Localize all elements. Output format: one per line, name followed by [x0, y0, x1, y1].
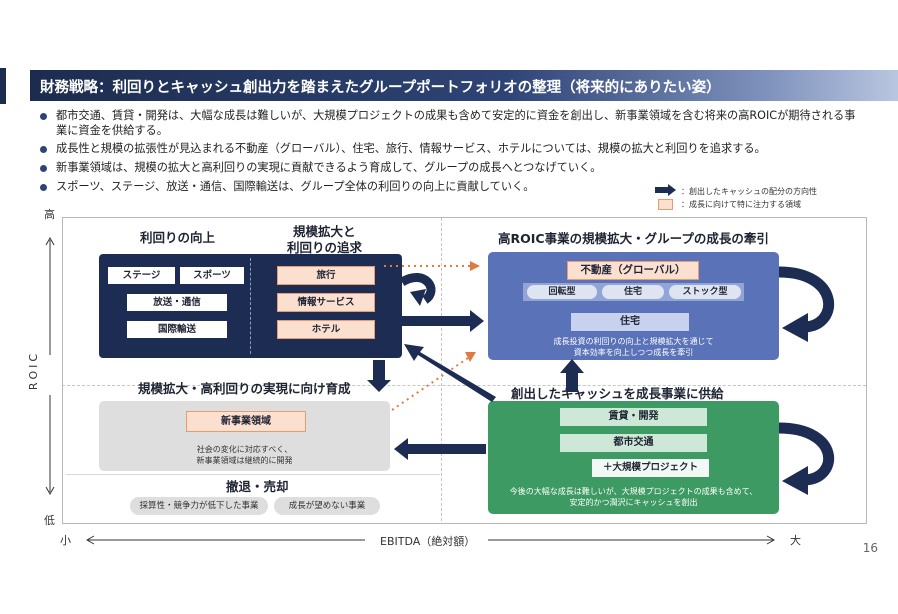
pill-turnover: 回転型: [527, 285, 597, 299]
chip-housing: 住宅: [571, 313, 689, 331]
arrow-yield-to-high-roic: [402, 310, 484, 332]
new-business-note-1: 社会の変化に対応すべく、: [196, 445, 293, 454]
page-title: 財務戦略：利回りとキャッシュ創出力を踏まえたグループポートフォリオの整理（将来的…: [40, 80, 721, 96]
chip-broadcast: 放送・通信: [127, 294, 227, 311]
navy-box-divider: [250, 258, 251, 354]
y-axis-high: 高: [44, 208, 55, 221]
bullet-dot: [40, 165, 47, 172]
bottom-right-title: 創出したキャッシュを成長事業に供給: [511, 386, 724, 401]
bullet-item: 成長性と規模の拡張性が見込まれる不動産（グローバル）、住宅、旅行、情報サービス、…: [40, 141, 860, 156]
chip-leasing-development: 賃貸・開発: [560, 408, 707, 426]
title-accent: [0, 68, 6, 104]
arrow-down-to-new-business: [367, 360, 391, 392]
chip-info-services: 情報サービス: [277, 293, 375, 312]
top-right-title: 高ROIC事業の規模拡大・グループの成長の牽引: [498, 231, 769, 246]
chip-sports: スポーツ: [180, 267, 244, 284]
bullet-text: 新事業領域は、規模の拡大と高利回りの実現に貢献できるよう育成して、グループの成長…: [56, 161, 602, 174]
chip-stage: ステージ: [108, 267, 175, 284]
dotted-arrow-new-business: [391, 357, 469, 411]
loop-arrowhead: [410, 289, 426, 306]
x-axis-low: 小: [60, 534, 71, 547]
chip-hotel: ホテル: [277, 320, 375, 339]
arrow-cash-to-yield: [404, 344, 496, 402]
exit-divider: [66, 474, 440, 475]
cash-supply-note-2: 安定的かつ潤沢にキャッシュを創出: [569, 498, 698, 507]
dotted-arrowhead: [470, 261, 480, 271]
title-bar: [30, 70, 898, 101]
bullet-dot: [40, 184, 47, 191]
arrow-cash-to-high-roic: [560, 359, 584, 392]
horizontal-divider: [62, 385, 866, 386]
bottom-left-title: 規模拡大・高利回りの実現に向け育成: [138, 381, 351, 396]
cash-supply-note-1: 今後の大幅な成長は難しいが、大規模プロジェクトの成果も含めて、: [509, 487, 758, 496]
quadrant-frame: [62, 217, 867, 524]
pill-stock: ストック型: [669, 285, 741, 299]
chip-intl-transport: 国際輸送: [127, 321, 227, 338]
top-left-title-right-2: 利回りの追求: [287, 240, 363, 255]
dotted-arrowhead: [465, 352, 476, 362]
x-axis-high: 大: [790, 534, 801, 547]
loop-arrow-cash: [778, 422, 835, 486]
bullet-text: 成長性と規模の拡張性が見込まれる不動産（グローバル）、住宅、旅行、情報サービス、…: [56, 142, 766, 155]
top-left-title-left: 利回りの向上: [140, 230, 216, 245]
bullet-dot: [40, 146, 47, 153]
pill-exit-no-growth: 成長が望めない事業: [274, 497, 380, 515]
loop-arrowhead: [782, 313, 808, 342]
chip-new-business: 新事業領域: [186, 411, 306, 432]
legend-peach-swatch: [658, 199, 673, 210]
x-axis-label: EBITDA（絶対額）: [380, 535, 476, 548]
loop-arrow-high-roic: [778, 266, 835, 333]
legend-arrow-text: ：創出したキャッシュの配分の方向性: [681, 187, 817, 196]
high-roic-note-1: 成長投資の利回りの向上と規模拡大を通じて: [553, 337, 714, 346]
legend-peach-text: ：成長に向けて特に注力する領域: [681, 200, 801, 209]
bullet-item: スポーツ、ステージ、放送・通信、国際輸送は、グループ全体の利回りの向上に貢献して…: [40, 179, 640, 194]
new-business-note-2: 新事業領域は継続的に開発: [196, 456, 293, 465]
bullet-text: スポーツ、ステージ、放送・通信、国際輸送は、グループ全体の利回りの向上に貢献して…: [56, 180, 535, 193]
top-left-title-right-1: 規模拡大と: [293, 224, 356, 239]
loop-arrow-yield: [399, 273, 436, 304]
pill-exit-declined: 採算性・競争力が低下した事業: [130, 497, 268, 515]
bullet-item: 新事業領域は、規模の拡大と高利回りの実現に貢献できるよう育成して、グループの成長…: [40, 160, 860, 175]
chip-urban-transport: 都市交通: [560, 434, 707, 452]
chip-travel: 旅行: [277, 266, 375, 285]
high-roic-note-2: 資本効率を向上しつつ成長を牽引: [573, 348, 694, 357]
page-number: 16: [862, 541, 878, 555]
bullet-item: 都市交通、賃貸・開発は、大幅な成長は難しいが、大規模プロジェクトの成果も含めて安…: [40, 108, 860, 138]
arrow-cash-to-new-business: [394, 438, 486, 460]
bullet-dot: [40, 113, 47, 120]
y-axis-low: 低: [44, 514, 55, 527]
pill-housing: 住宅: [602, 285, 664, 299]
chip-large-project: ＋大規模プロジェクト: [592, 459, 709, 477]
chip-real-estate-global: 不動産（グローバル）: [567, 261, 699, 280]
loop-arrowhead: [782, 466, 808, 495]
exit-title: 撤退・売却: [226, 479, 289, 494]
legend-arrow-icon: [655, 184, 676, 196]
bullet-text: 都市交通、賃貸・開発は、大幅な成長は難しいが、大規模プロジェクトの成果も含めて安…: [56, 109, 856, 137]
